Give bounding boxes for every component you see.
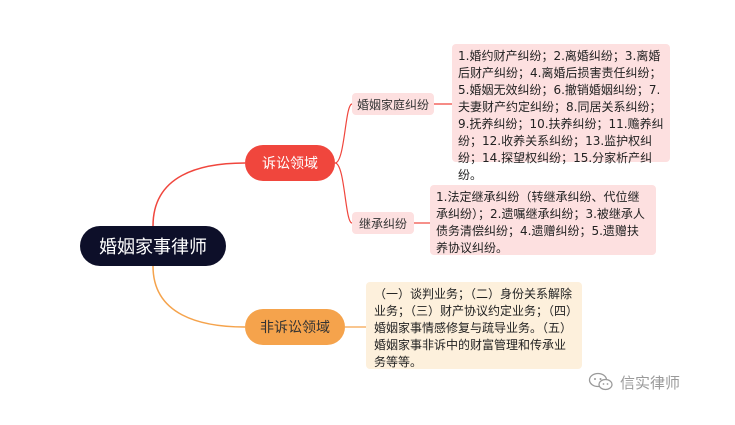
link-litigation-marriage <box>334 103 353 164</box>
sub-marriage-family-disputes: 婚姻家庭纠纷 <box>352 93 434 115</box>
sub-inheritance-disputes: 继承纠纷 <box>352 212 414 234</box>
branch-litigation: 诉讼领域 <box>245 145 335 181</box>
link-root-non-litigation <box>152 265 246 328</box>
root-node: 婚姻家事律师 <box>80 226 226 266</box>
link-root-litigation <box>152 162 246 227</box>
detail-non-litigation: （一）谈判业务；（二）身份关系解除业务；（三）财产协议约定业务；（四）婚姻家事情… <box>366 282 582 369</box>
watermark-text: 信实律师 <box>620 373 681 392</box>
wechat-icon <box>588 372 613 391</box>
watermark: 信实律师 <box>588 370 708 394</box>
branch-non-litigation: 非诉讼领域 <box>245 309 345 345</box>
link-litigation-inheritance <box>334 162 353 224</box>
detail-inheritance-disputes: 1.法定继承纠纷（转继承纠纷、代位继承纠纷）；2.遗嘱继承纠纷；3.被继承人债务… <box>430 185 656 255</box>
detail-marriage-family-disputes: 1.婚约财产纠纷；2.离婚纠纷；3.离婚后财产纠纷；4.离婚后损害责任纠纷；5.… <box>452 44 670 182</box>
